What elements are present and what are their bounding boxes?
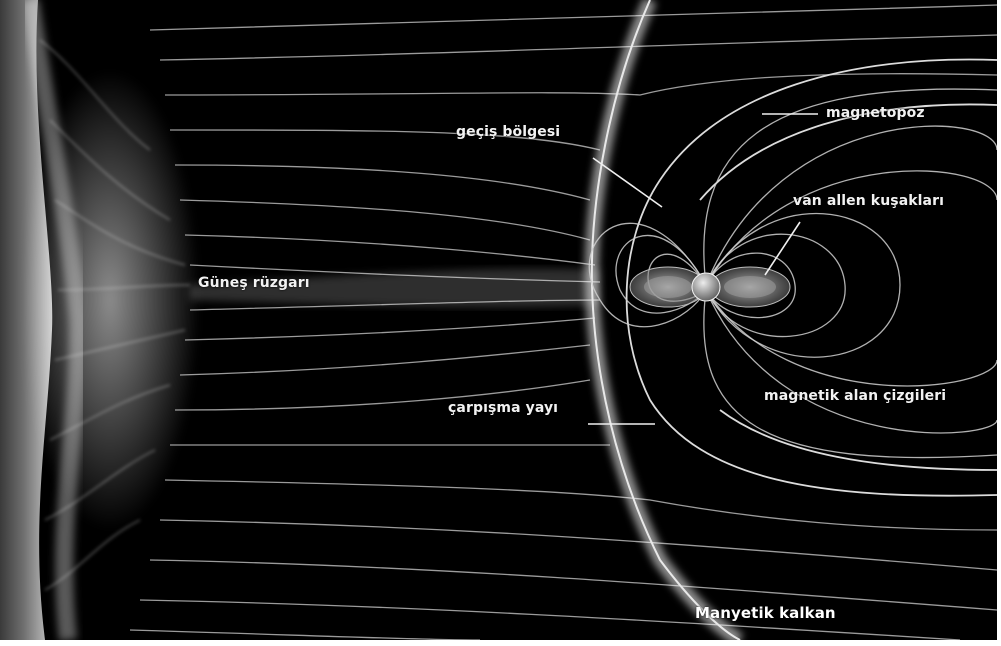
leader-van-allen	[764, 221, 801, 276]
magnetopause	[625, 58, 997, 497]
van-allen-belts	[629, 266, 791, 308]
diagram-title: Manyetik kalkan	[695, 604, 836, 622]
label-magnetopause: magnetopoz	[826, 105, 925, 121]
leader-transition-region	[592, 157, 663, 208]
label-transition-region: geçiş bölgesi	[456, 124, 561, 140]
magnetic-field-lines	[588, 88, 997, 459]
label-bow-shock: çarpışma yayı	[448, 400, 559, 416]
bow-shock	[584, 0, 744, 640]
wind-channel	[190, 268, 600, 308]
label-field-lines: magnetik alan çizgileri	[764, 388, 947, 404]
solar-wind-lines	[129, 4, 997, 640]
earth	[691, 272, 721, 302]
sun-limb	[0, 0, 200, 640]
label-van-allen-belts: van allen kuşakları	[793, 193, 945, 209]
label-leaders	[588, 113, 818, 425]
label-solar-wind: Güneş rüzgarı	[198, 275, 310, 291]
